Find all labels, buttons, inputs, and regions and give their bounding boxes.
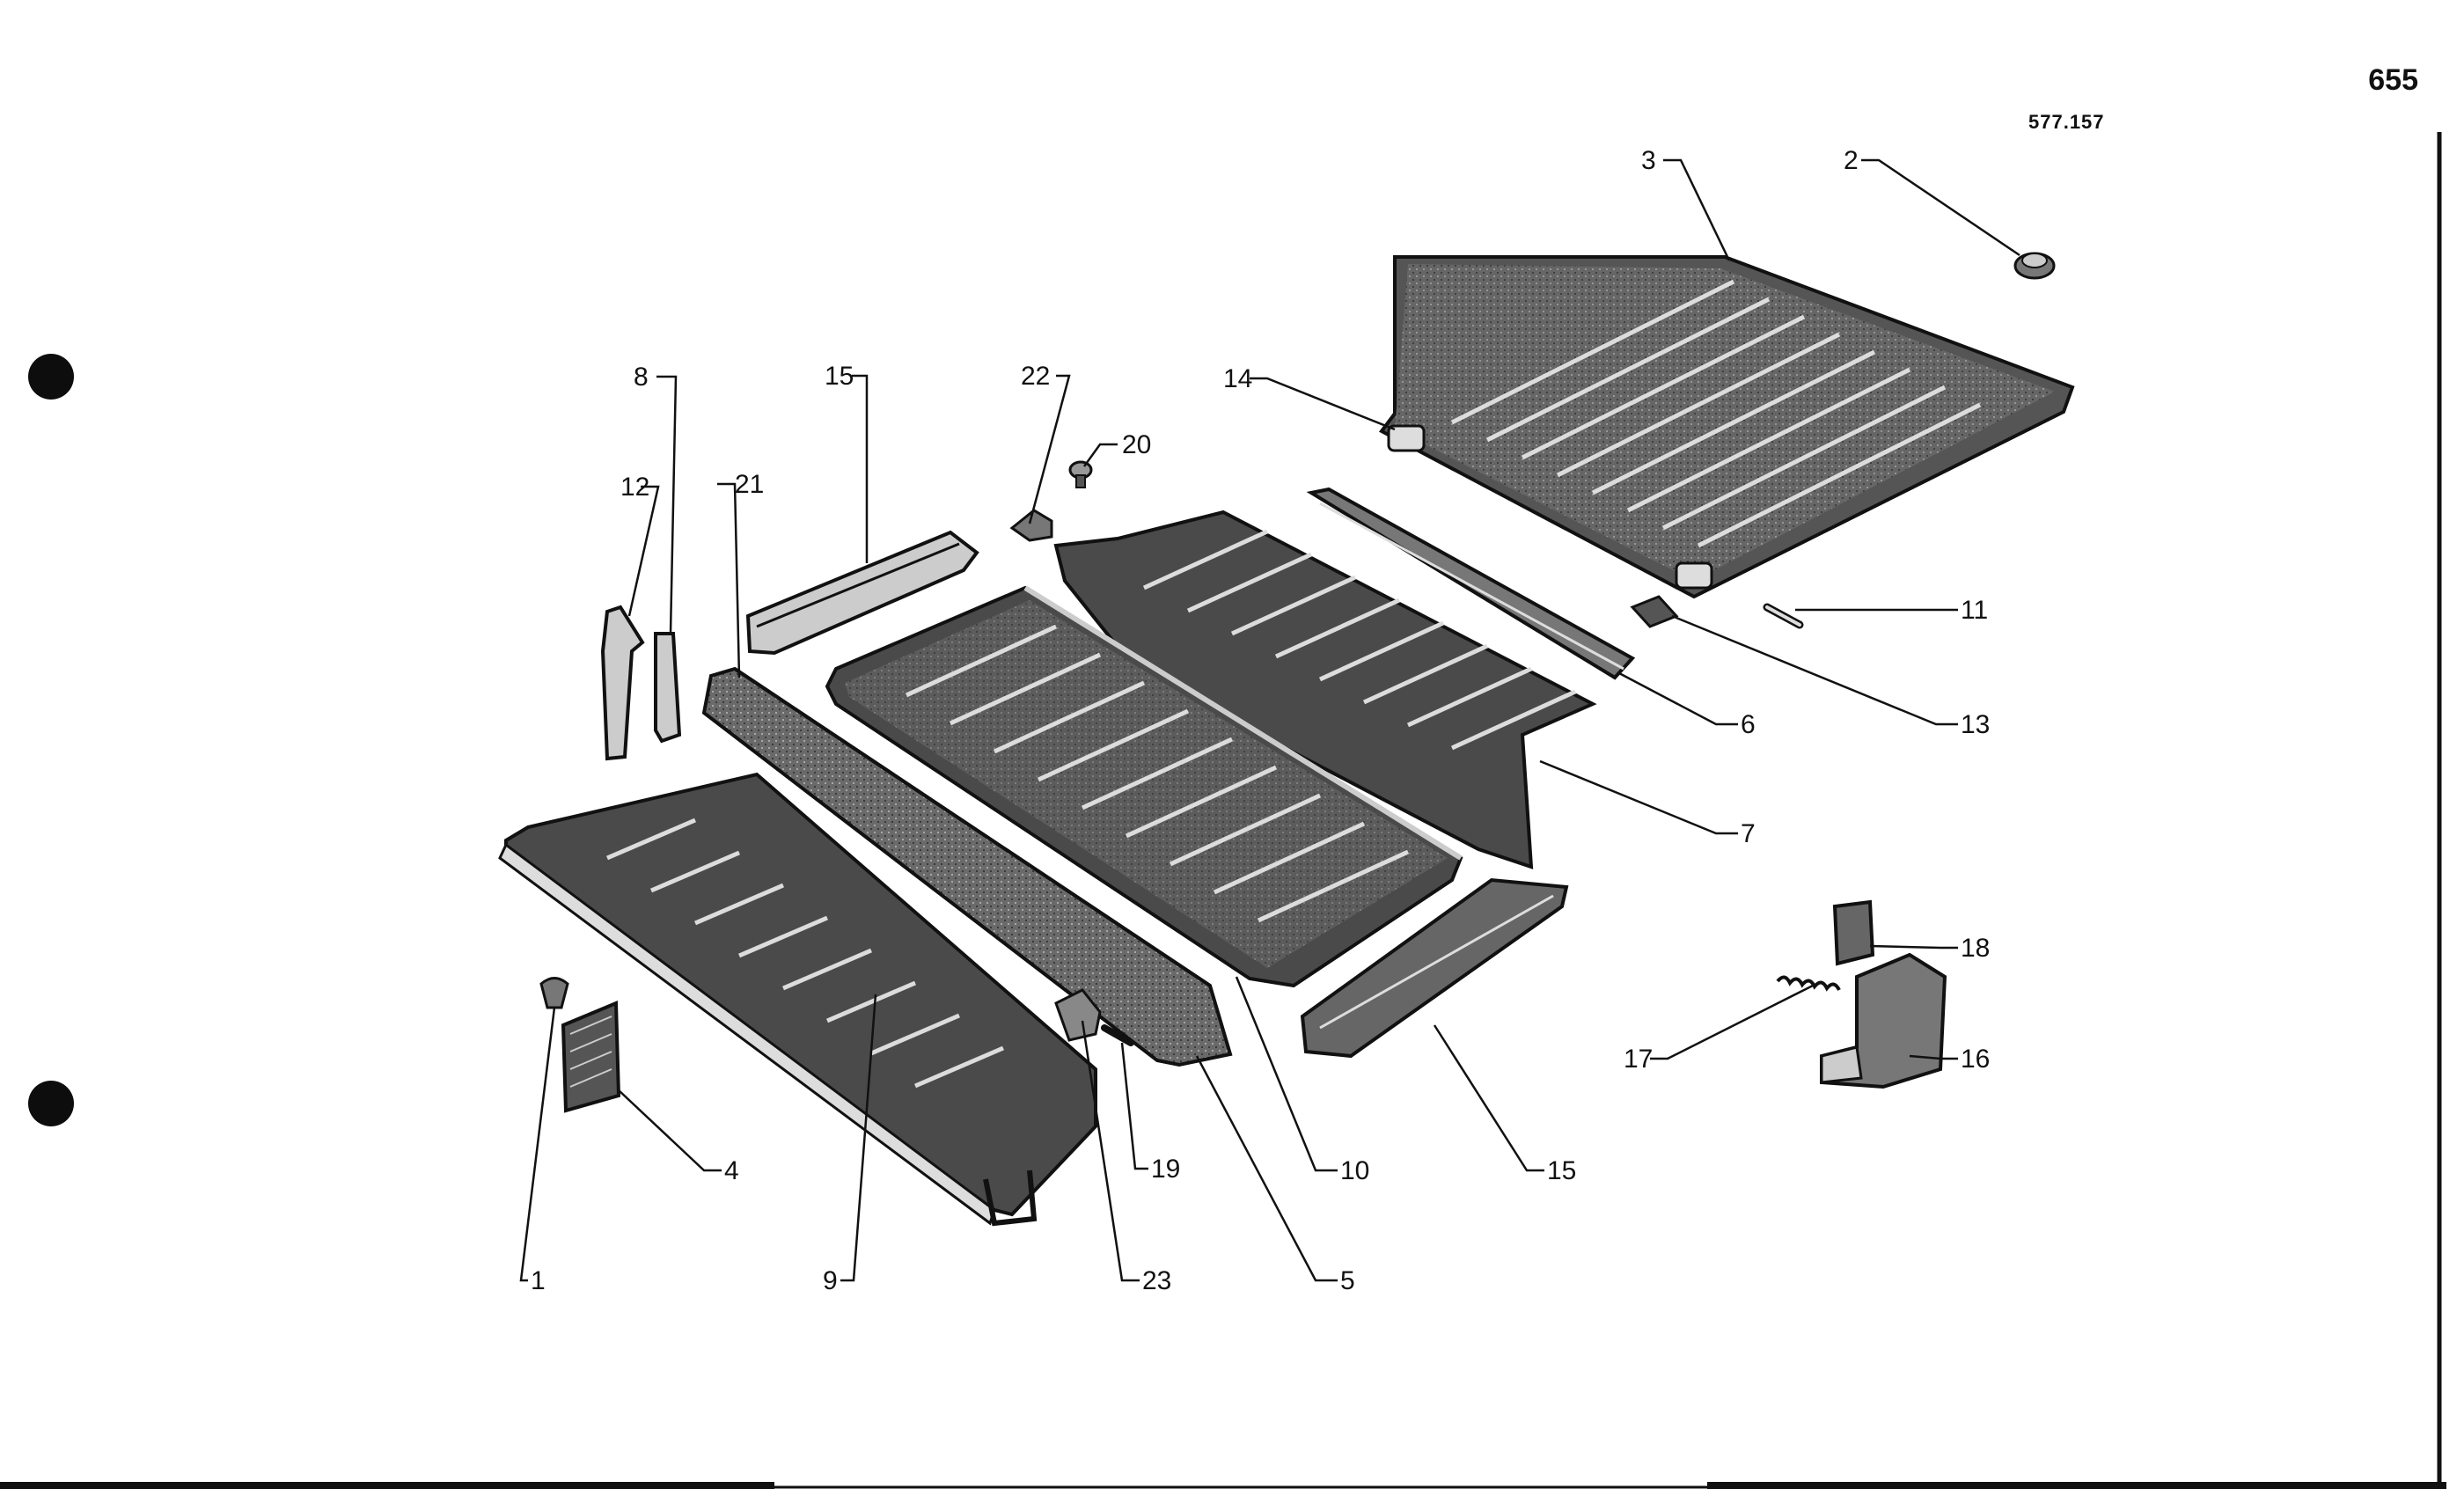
part-15-upper-trim [745, 530, 979, 656]
callout-20: 20 [1122, 430, 1151, 459]
callout-12: 12 [620, 473, 649, 502]
part-18-plate [1832, 899, 1875, 966]
part-3-rear-floor-panel [1378, 255, 2075, 599]
page-number: 655 [2368, 63, 2418, 97]
callout-19: 19 [1151, 1155, 1180, 1184]
part-2-plug [2013, 252, 2056, 280]
callout-13: 13 [1961, 710, 1990, 739]
callout-11: 11 [1961, 596, 1988, 625]
callout-23: 23 [1142, 1266, 1171, 1295]
part-19-pin [1101, 1024, 1134, 1046]
binder-hole-bottom [28, 1081, 74, 1126]
callout-10: 10 [1340, 1156, 1369, 1185]
callout-15-lower: 15 [1547, 1156, 1576, 1185]
part-4-hinge [561, 1001, 621, 1113]
callout-14: 14 [1223, 364, 1252, 393]
callout-8: 8 [634, 363, 649, 392]
callout-9: 9 [823, 1266, 838, 1295]
part-8-bracket [654, 632, 682, 744]
callout-16: 16 [1961, 1045, 1990, 1074]
callout-18: 18 [1961, 934, 1990, 963]
part-17-spring [1776, 975, 1841, 992]
part-11-pin [1763, 603, 1804, 629]
part-10-front-floor-panel [825, 585, 1463, 988]
callout-22: 22 [1021, 362, 1050, 391]
callout-4: 4 [724, 1156, 739, 1185]
part-7-middle-floor-panel [1053, 510, 1597, 869]
part-23-latch [1054, 988, 1102, 1042]
callout-5: 5 [1340, 1266, 1355, 1295]
part-1-knob [539, 977, 569, 1009]
callout-15-upper: 15 [825, 362, 854, 391]
part-5-cross-member [701, 666, 1233, 1067]
page-frame [0, 132, 2446, 1489]
part-9-step-panel [498, 772, 1097, 1227]
part-6-rail [1306, 487, 1636, 680]
callout-2: 2 [1844, 146, 1859, 175]
part-16-bracket-assembly [1820, 952, 1947, 1089]
part-20-bolt [1068, 460, 1093, 488]
part-13-bracket [1630, 595, 1679, 628]
drawing-reference: 577.157 [2028, 111, 2105, 133]
callout-7: 7 [1741, 819, 1756, 848]
binder-hole-top [28, 354, 74, 400]
part-22-clip [1009, 509, 1053, 542]
callout-6: 6 [1741, 710, 1756, 739]
part-12-bracket [600, 605, 645, 761]
callout-labels: 3 2 14 20 22 15 21 12 8 11 13 6 7 18 17 … [531, 146, 1990, 1295]
callout-17: 17 [1624, 1045, 1653, 1074]
leader-lines [519, 158, 2020, 1282]
callout-21: 21 [735, 470, 764, 499]
part-15-lower-trim [1300, 877, 1569, 1059]
callout-3: 3 [1641, 146, 1656, 175]
callout-1: 1 [531, 1266, 546, 1295]
